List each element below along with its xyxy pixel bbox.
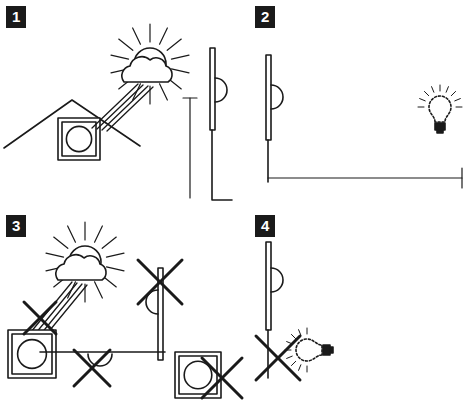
callout-number: 2: [255, 6, 275, 28]
flush-sensor-symbol: [175, 352, 221, 398]
sunlight-beams: [92, 84, 153, 131]
cross-mark: [74, 350, 110, 386]
callout-number-text: 2: [261, 9, 275, 25]
cross-mark: [202, 358, 242, 398]
ceiling-line: [40, 351, 165, 353]
lamp-symbol: [418, 85, 462, 133]
cloud-symbol: [122, 57, 172, 82]
height-dimension: [183, 98, 197, 198]
callout-number-text: 1: [12, 9, 26, 25]
wall-line: [267, 140, 269, 182]
wall-sensor-symbol: [266, 242, 283, 330]
cloud-symbol: [56, 255, 106, 280]
callout-number-text: 4: [261, 218, 275, 234]
flush-sensor-symbol: [58, 118, 100, 160]
callout-number: 4: [255, 215, 275, 237]
flush-sensor-symbol: [8, 330, 56, 378]
sun-symbol: [46, 222, 124, 302]
cross-mark: [138, 260, 182, 304]
callout-number: 3: [6, 215, 26, 237]
cross-mark: [24, 302, 56, 334]
cross-mark: [256, 336, 300, 380]
wall-sensor-symbol: [210, 48, 227, 130]
sun-symbol: [111, 24, 189, 104]
wall-line: [212, 130, 232, 200]
wall-sensor-symbol: [266, 55, 283, 140]
callout-number: 1: [6, 6, 26, 28]
lamp-symbol: [285, 328, 333, 372]
wall-line: [267, 330, 269, 378]
callout-number-text: 3: [12, 218, 26, 234]
distance-dimension: [268, 168, 462, 188]
